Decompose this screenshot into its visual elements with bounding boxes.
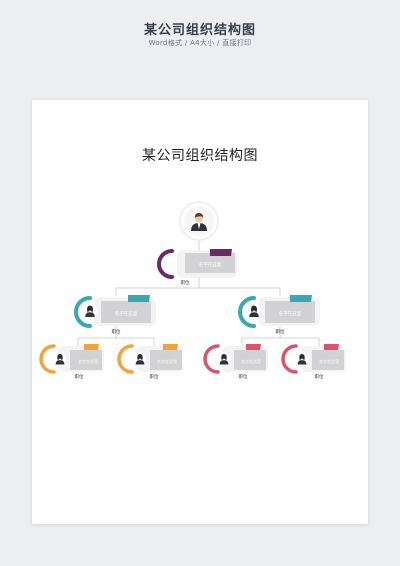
node-staff-4: 名字在这里 职位 bbox=[281, 344, 346, 380]
node-name-label: 名字在这里 bbox=[319, 358, 339, 364]
node-name-label: 名字在这里 bbox=[279, 310, 302, 317]
node-staff-3: 名字在这里 职位 bbox=[203, 344, 268, 380]
node-position-label: 职位 bbox=[315, 373, 324, 380]
page-header: 某公司组织结构图 Word格式 / A4大小 / 直接打印 bbox=[0, 0, 400, 90]
node-position-label: 职位 bbox=[276, 328, 285, 335]
node-ceo: 名字在这里 职位 bbox=[157, 249, 237, 286]
document-page: 某公司组织结构图 名字在这里 职位 bbox=[32, 100, 368, 524]
node-name-label: 名字在这里 bbox=[199, 261, 222, 268]
node-staff-1: 名字在这里 职位 bbox=[39, 344, 104, 380]
node-position-label: 职位 bbox=[150, 373, 159, 380]
node-name-label: 名字在这里 bbox=[157, 358, 177, 364]
header-subtitle: Word格式 / A4大小 / 直接打印 bbox=[148, 39, 252, 47]
node-manager-left: 名字在这里 职位 bbox=[74, 295, 156, 335]
node-name-label: 名字在这里 bbox=[78, 358, 98, 364]
connector-lines bbox=[77, 240, 320, 346]
node-staff-2: 名字在这里 职位 bbox=[117, 344, 182, 380]
header-title: 某公司组织结构图 bbox=[143, 23, 256, 38]
node-name-label: 名字在这里 bbox=[241, 358, 261, 364]
org-chart: 名字在这里 职位 名字在这里 职位 bbox=[39, 201, 346, 380]
ceo-avatar bbox=[179, 201, 219, 241]
node-manager-right: 名字在这里 职位 bbox=[238, 295, 320, 335]
node-position-label: 职位 bbox=[75, 373, 84, 380]
node-position-label: 职位 bbox=[112, 328, 121, 335]
document-title: 某公司组织结构图 bbox=[142, 148, 258, 164]
node-name-label: 名字在这里 bbox=[115, 310, 138, 317]
node-position-label: 职位 bbox=[181, 279, 190, 286]
node-position-label: 职位 bbox=[239, 373, 248, 380]
